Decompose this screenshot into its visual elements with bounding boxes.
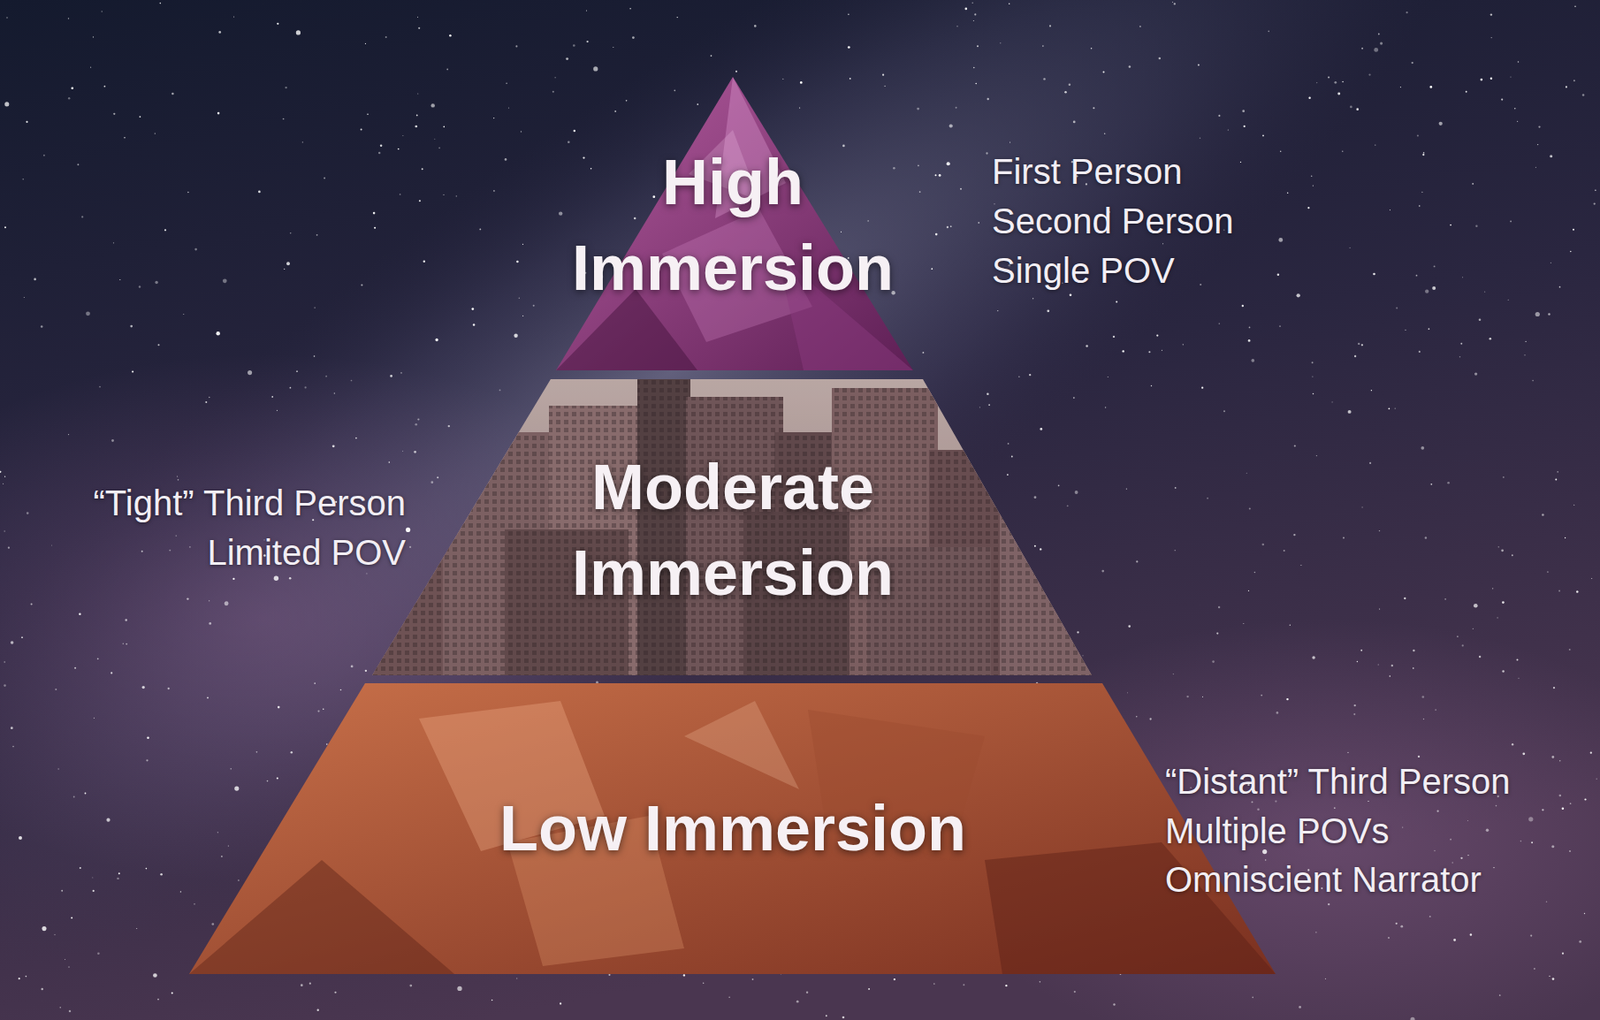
pov-label: Second Person: [991, 199, 1235, 243]
bottom-tier-band: Low Immersion: [189, 683, 1276, 975]
pov-label: Limited POV: [206, 531, 406, 574]
tier-title: High Immersion: [554, 139, 912, 312]
pov-label: Multiple POVs: [1165, 809, 1389, 853]
pov-label: “Distant” Third Person: [1165, 760, 1511, 803]
middle-tier-band: Moderate Immersion: [372, 379, 1092, 676]
tier-shape: [372, 379, 1092, 676]
pov-label: Single POV: [991, 249, 1175, 292]
tier-shape: [556, 76, 914, 371]
top-tier-band: High Immersion: [556, 76, 914, 371]
pov-label: “Tight” Third Person: [93, 481, 406, 525]
tier-title: Moderate Immersion: [538, 444, 928, 617]
tier-title: Low Immersion: [396, 785, 1069, 872]
pov-label: Omniscient Narrator: [1165, 858, 1482, 901]
pov-label: First Person: [991, 150, 1183, 193]
